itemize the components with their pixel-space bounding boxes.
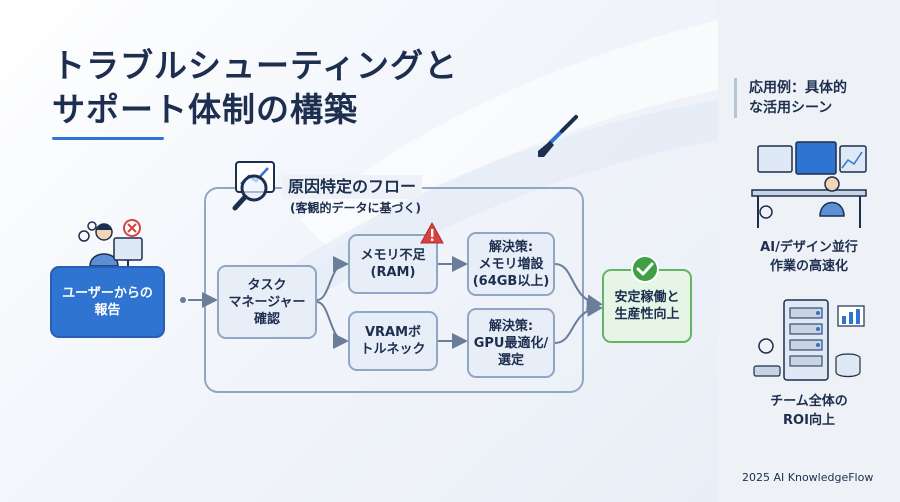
- user-at-computer-illustration: [78, 219, 143, 267]
- node-vram-bottleneck: VRAMボ トルネック: [348, 311, 438, 371]
- flow-subtitle: (客観的データに基づく): [290, 201, 421, 215]
- node-task-manager-check: タスク マネージャー 確認: [217, 265, 317, 339]
- warning-triangle-icon: [420, 222, 444, 244]
- flow-arrows: [180, 256, 603, 349]
- sidebar-case-1: AI/デザイン並行 作業の高速化: [760, 240, 858, 274]
- flow-title: 原因特定のフロー: [282, 175, 423, 199]
- title-line-1: トラブルシューティングと: [52, 46, 459, 85]
- magnifier-chart-icon: [232, 161, 275, 211]
- server-rack-illustration: [753, 299, 865, 381]
- arrow-task-to-memory: [316, 256, 349, 301]
- footer-credit: 2025 AI KnowledgeFlow: [742, 471, 874, 484]
- arrow-task-to-vram: [316, 301, 349, 349]
- sidebar-case-2: チーム全体の ROI向上: [770, 394, 848, 428]
- node-solution-gpu: 解決策: GPU最適化/ 選定: [467, 308, 555, 378]
- node-user-report: ユーザーからの 報告: [50, 266, 165, 338]
- node-memory-shortage: メモリ不足 (RAM): [348, 234, 438, 294]
- check-circle-icon: [631, 255, 659, 283]
- title-line-2: サポート体制の構築: [52, 90, 358, 129]
- title-underline: [52, 137, 164, 140]
- arrow-solution1-to-result: [554, 263, 603, 311]
- paint-brush-icon: [538, 115, 578, 157]
- slide-title: トラブルシューティングと サポート体制の構築: [52, 44, 458, 132]
- sidebar: 応用例：具体的 な活用シーン AI/デザイン並行 作業の高速化 チーム全体の R…: [718, 0, 900, 502]
- flow-dot: [180, 297, 186, 303]
- arrow-solution2-to-result: [554, 300, 603, 344]
- ai-designer-workstation-illustration: [751, 141, 867, 228]
- sidebar-title: 応用例：具体的 な活用シーン: [734, 78, 889, 118]
- main-slide: トラブルシューティングと サポート体制の構築 原因特定のフロー (客観的データに…: [0, 0, 718, 502]
- node-solution-memory: 解決策: メモリ増設 (64GB以上): [467, 232, 555, 296]
